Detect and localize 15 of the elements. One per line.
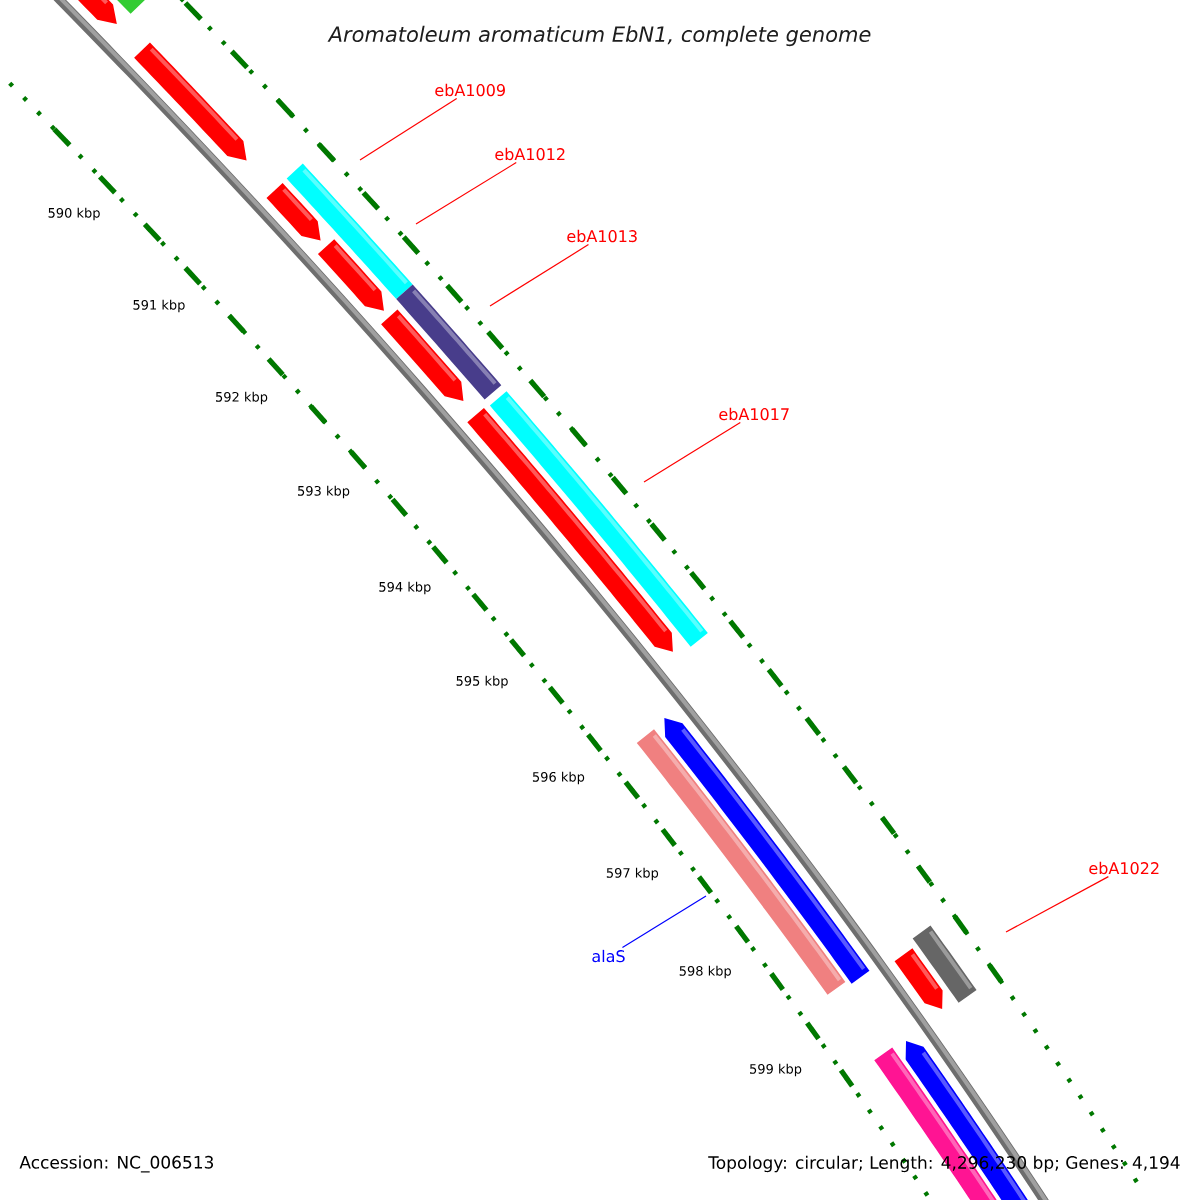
accession-label: Accession: NC_006513 [19,1155,213,1173]
leader-line [621,895,707,948]
leader-line [415,162,517,225]
gene-label: alaS [592,949,625,963]
gene-label: ebA1013 [567,229,637,243]
leader-line [643,422,741,483]
title: Aromatoleum aromaticum EbN1, complete genome [327,25,871,47]
gene-label: ebA1012 [495,147,565,161]
gene-label: ebA1022 [1089,861,1159,875]
genome-summary: Topology: circular; Length: 4,296,230 bp; Genes: 4,194 [708,1155,1180,1173]
gene-label: ebA1017 [719,407,789,421]
leader-line [489,244,590,307]
leader-line [1005,876,1109,933]
leader-line [359,98,458,161]
gene-label: ebA1009 [435,83,505,97]
